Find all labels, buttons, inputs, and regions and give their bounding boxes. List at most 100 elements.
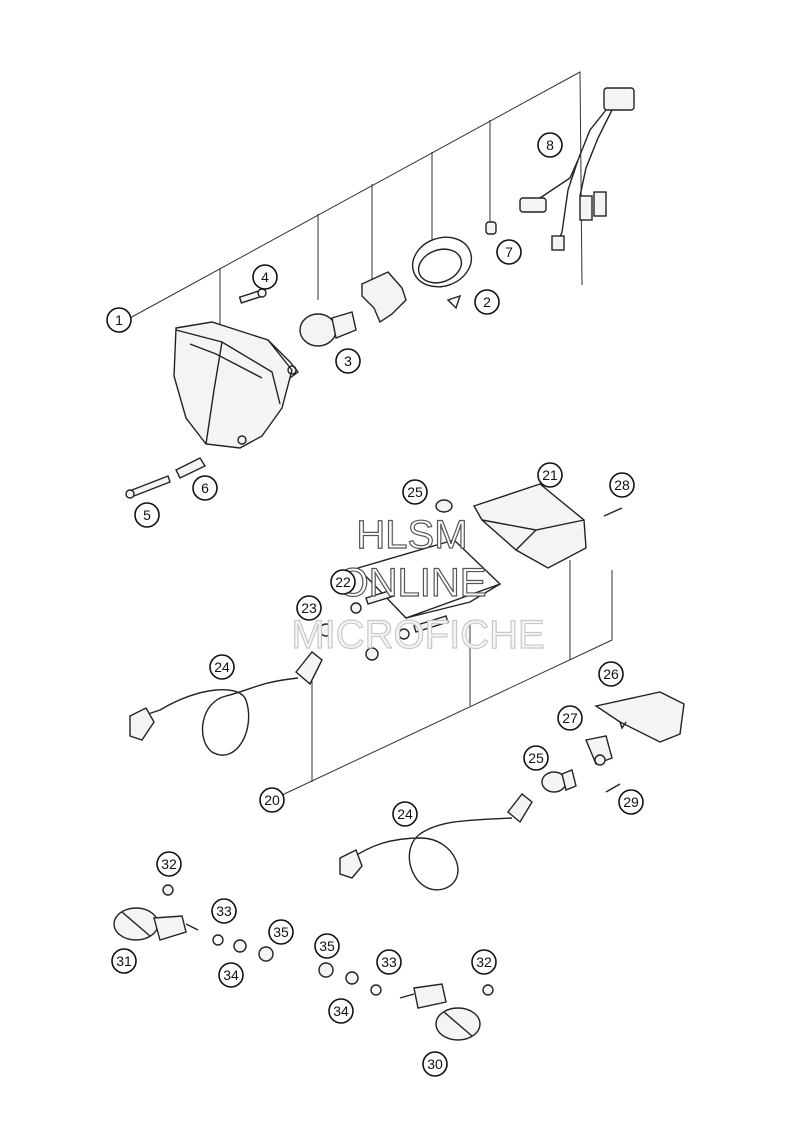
indicator-part-31 bbox=[113, 907, 199, 941]
callout-32-left: 32 bbox=[156, 851, 182, 877]
nut-part-35-left bbox=[258, 946, 274, 962]
plate-lens-part-26 bbox=[594, 691, 685, 743]
svg-text:34: 34 bbox=[333, 1003, 349, 1019]
watermark-line-2: ONLINE bbox=[338, 561, 487, 605]
washer-part-33-left bbox=[212, 934, 224, 946]
small-bulb-part-7 bbox=[485, 221, 497, 235]
callout-5: 5 bbox=[134, 502, 160, 528]
svg-text:3: 3 bbox=[344, 353, 352, 369]
washer-part-33-right bbox=[370, 984, 382, 996]
plate-socket-part-27 bbox=[585, 735, 613, 766]
svg-text:28: 28 bbox=[614, 477, 630, 493]
bulb-part-3 bbox=[299, 311, 357, 347]
callout-29: 29 bbox=[618, 789, 644, 815]
washer-part-34-left bbox=[233, 939, 247, 953]
rubber-cap-part-2 bbox=[411, 236, 473, 310]
nut-part-35-right bbox=[318, 962, 334, 978]
callout-34-right: 34 bbox=[328, 998, 354, 1024]
callout-20: 20 bbox=[259, 787, 285, 813]
svg-text:30: 30 bbox=[427, 1056, 443, 1072]
callout-25-lower: 25 bbox=[523, 745, 549, 771]
taillight-group bbox=[129, 483, 623, 797]
svg-text:4: 4 bbox=[261, 269, 269, 285]
indicator-part-30 bbox=[399, 983, 481, 1041]
svg-text:2: 2 bbox=[483, 294, 491, 310]
callout-21: 21 bbox=[537, 462, 563, 488]
svg-text:25: 25 bbox=[528, 750, 544, 766]
headlight-housing bbox=[173, 321, 299, 449]
screw-part-29 bbox=[605, 783, 621, 793]
headlight-reference-line bbox=[129, 71, 583, 319]
svg-text:27: 27 bbox=[562, 710, 578, 726]
callout-22: 22 bbox=[330, 569, 356, 595]
callout-1: 1 bbox=[106, 307, 132, 333]
tail-lens-part-21 bbox=[472, 483, 587, 569]
svg-text:7: 7 bbox=[505, 244, 513, 260]
svg-text:1: 1 bbox=[115, 312, 123, 328]
socket-cable-lower bbox=[339, 793, 533, 891]
callout-33-right: 33 bbox=[376, 949, 402, 975]
turn-signal-group bbox=[113, 884, 494, 1041]
callout-27: 27 bbox=[557, 705, 583, 731]
svg-text:34: 34 bbox=[223, 967, 239, 983]
svg-text:32: 32 bbox=[476, 954, 492, 970]
callout-8: 8 bbox=[537, 132, 563, 158]
callout-26: 26 bbox=[598, 661, 624, 687]
svg-text:22: 22 bbox=[335, 574, 351, 590]
screw-part-32-right bbox=[482, 984, 494, 996]
svg-text:25: 25 bbox=[407, 484, 423, 500]
screw-part-4 bbox=[238, 288, 267, 304]
watermark: HLSM ONLINE MICROFICHE bbox=[291, 512, 546, 657]
callout-34-left: 34 bbox=[218, 962, 244, 988]
plate-bulb-part-25 bbox=[541, 769, 577, 793]
wiring-harness-part-8 bbox=[519, 87, 635, 251]
callout-32-right: 32 bbox=[471, 949, 497, 975]
svg-text:20: 20 bbox=[264, 792, 280, 808]
callout-31: 31 bbox=[111, 948, 137, 974]
callout-6: 6 bbox=[192, 475, 218, 501]
screw-part-32-left bbox=[162, 884, 174, 896]
svg-text:26: 26 bbox=[603, 666, 619, 682]
callout-2: 2 bbox=[474, 289, 500, 315]
callout-7: 7 bbox=[496, 239, 522, 265]
svg-text:23: 23 bbox=[301, 600, 317, 616]
svg-text:5: 5 bbox=[143, 507, 151, 523]
callout-3: 3 bbox=[335, 348, 361, 374]
callout-35-left: 35 bbox=[268, 919, 294, 945]
callout-4: 4 bbox=[252, 264, 278, 290]
svg-text:24: 24 bbox=[214, 659, 230, 675]
taillight-reference-line bbox=[279, 570, 613, 797]
watermark-line-3: MICROFICHE bbox=[291, 613, 544, 657]
svg-text:6: 6 bbox=[201, 480, 209, 496]
callout-28: 28 bbox=[609, 472, 635, 498]
callout-33-left: 33 bbox=[211, 898, 237, 924]
svg-text:29: 29 bbox=[623, 794, 639, 810]
headlight-group bbox=[119, 71, 635, 499]
svg-text:32: 32 bbox=[161, 856, 177, 872]
spacer-part-6 bbox=[175, 457, 207, 479]
svg-text:35: 35 bbox=[273, 924, 289, 940]
svg-text:8: 8 bbox=[546, 137, 554, 153]
plate-light-group bbox=[339, 691, 685, 891]
callout-35-right: 35 bbox=[314, 933, 340, 959]
callouts: 1 2 3 4 5 6 7 8 20 21 22 23 24 24 25 bbox=[106, 132, 644, 1077]
svg-text:35: 35 bbox=[319, 938, 335, 954]
svg-text:21: 21 bbox=[542, 467, 558, 483]
svg-text:24: 24 bbox=[397, 806, 413, 822]
screw-part-28 bbox=[603, 507, 623, 517]
svg-text:31: 31 bbox=[116, 953, 132, 969]
bulb-part-25 bbox=[435, 499, 453, 513]
svg-text:33: 33 bbox=[381, 954, 397, 970]
washer-part-34-right bbox=[345, 971, 359, 985]
socket-cable-upper bbox=[129, 651, 323, 756]
bracket-fasteners bbox=[319, 589, 449, 661]
callout-23: 23 bbox=[296, 595, 322, 621]
callout-24-upper: 24 bbox=[209, 654, 235, 680]
callout-24-lower: 24 bbox=[392, 801, 418, 827]
reflector-shield bbox=[361, 271, 407, 324]
callout-30: 30 bbox=[422, 1051, 448, 1077]
long-bolt-part-5 bbox=[125, 475, 171, 499]
watermark-line-1: HLSM bbox=[356, 513, 467, 557]
callout-25-upper: 25 bbox=[402, 479, 428, 505]
